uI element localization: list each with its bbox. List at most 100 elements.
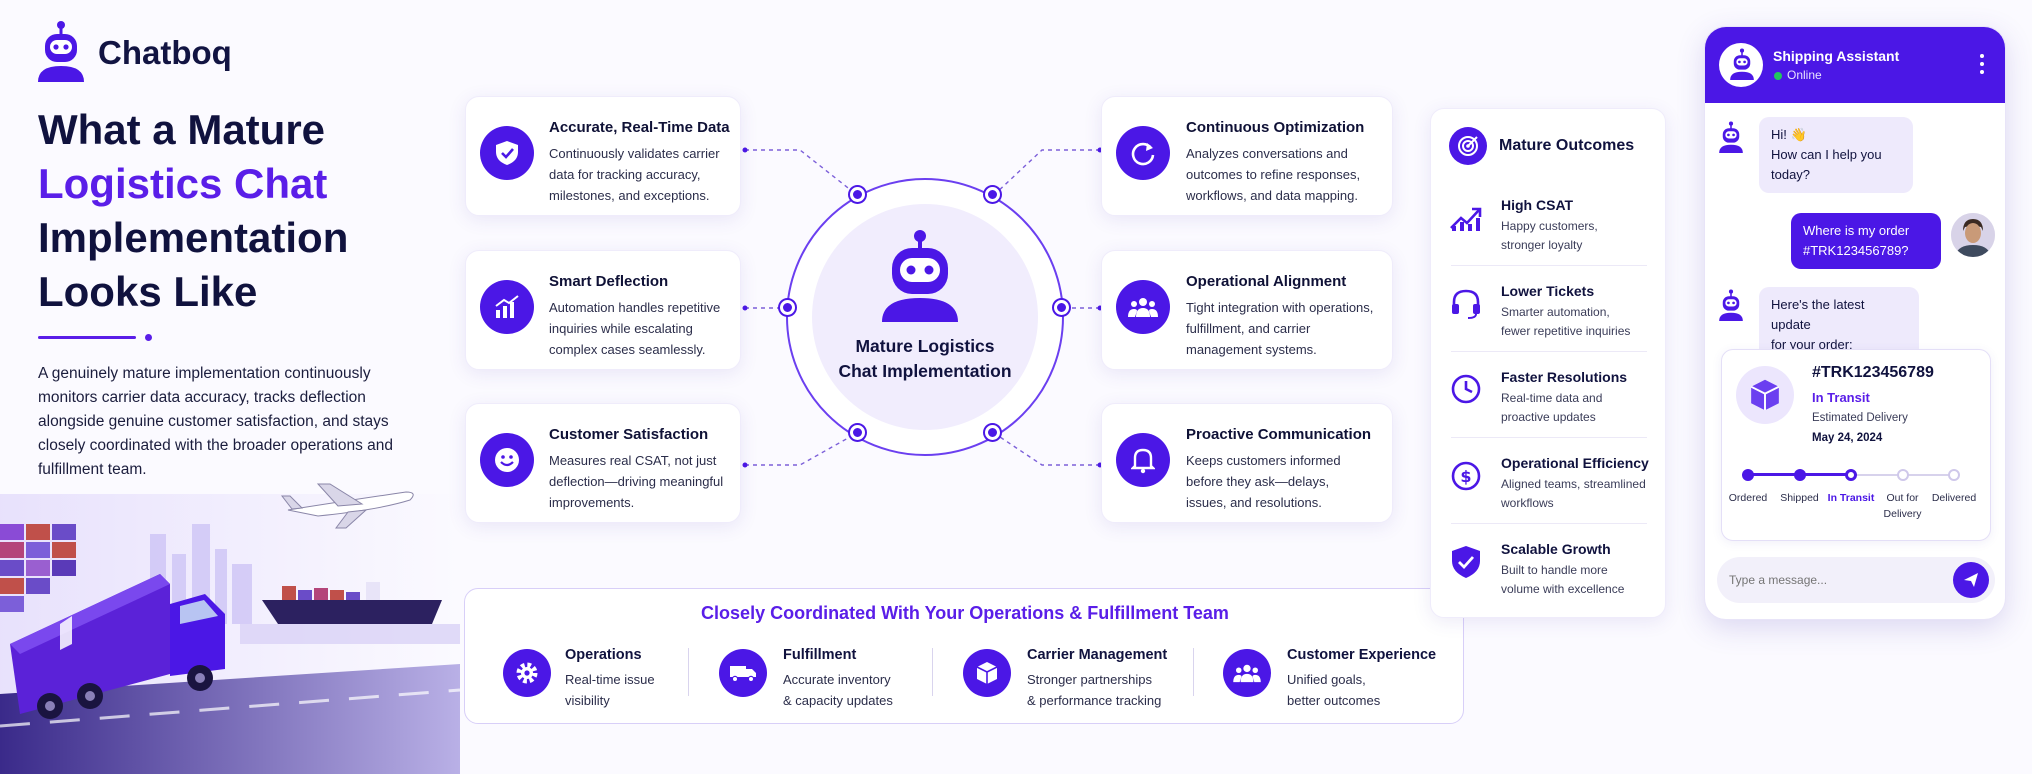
outcome-desc: Aligned teams, streamlined workflows [1501, 477, 1646, 510]
outcome-desc: Happy customers, stronger loyalty [1501, 219, 1598, 252]
bar-chart-icon [480, 280, 534, 334]
delivery-label: Estimated Delivery [1812, 412, 1908, 424]
feature-title: Continuous Optimization [1186, 119, 1365, 136]
more-options-button[interactable] [1975, 51, 1989, 77]
feature-desc: Keeps customers informed before they ask… [1186, 453, 1341, 510]
bot-avatar-icon [1719, 121, 1743, 153]
bell-icon [1116, 433, 1170, 487]
order-status: In Transit [1812, 390, 1870, 405]
progress-step-dot [1896, 469, 1909, 481]
divider [1451, 523, 1647, 524]
outcome-title: Lower Tickets [1501, 283, 1595, 299]
kebab-menu-icon [1980, 54, 1984, 74]
outcomes-title: Mature Outcomes [1499, 137, 1635, 154]
clock-icon [1451, 374, 1481, 404]
headline-line-2: Logistics Chat [38, 160, 328, 207]
team-item-title: Fulfillment [783, 647, 857, 663]
hub-node [985, 425, 1000, 440]
divider [1451, 265, 1647, 266]
divider [688, 648, 689, 696]
user-avatar [1951, 213, 1995, 257]
outcome-desc: Built to handle more volume with excelle… [1501, 563, 1625, 596]
progress-step-label: Ordered [1728, 492, 1768, 504]
shield-check-icon [1452, 546, 1480, 578]
order-id: #TRK123456789 [1812, 364, 1934, 381]
divider [1193, 648, 1194, 696]
feature-card-accurate-data: Accurate, Real-Time Data Continuously va… [465, 96, 741, 216]
truck-icon [719, 649, 767, 697]
hub-node [850, 187, 865, 202]
feature-card-continuous-optimization: Continuous Optimization Analyzes convers… [1101, 96, 1393, 216]
headline-line-1: What a Mature [38, 106, 326, 153]
feature-card-operational-alignment: Operational Alignment Tight integration … [1101, 250, 1393, 370]
team-coordination-panel: Closely Coordinated With Your Operations… [464, 588, 1464, 724]
divider [1451, 437, 1647, 438]
package-icon [963, 649, 1011, 697]
feature-desc: Measures real CSAT, not just deflection—… [549, 453, 724, 510]
team-icon [1116, 280, 1170, 334]
page-title: What a Mature Logistics Chat Implementat… [38, 103, 458, 319]
intro-paragraph: A genuinely mature implementation contin… [38, 365, 394, 478]
message-input[interactable] [1729, 569, 1929, 591]
center-label-line-1: Mature Logistics [855, 336, 995, 356]
chat-avatar [1719, 43, 1763, 87]
target-icon [1449, 127, 1487, 165]
connector-lines [742, 147, 1103, 468]
robot-logo-icon [38, 21, 84, 82]
order-status-card: #TRK123456789 In Transit Estimated Deliv… [1721, 349, 1991, 541]
logistics-illustration [0, 494, 460, 774]
team-item-desc: Real-time issue visibility [565, 672, 655, 708]
package-badge [1736, 366, 1794, 424]
send-icon [1964, 573, 1978, 587]
feature-desc: Automation handles repetitive inquiries … [549, 300, 721, 357]
robot-icon [1730, 48, 1754, 80]
center-label-line-2: Chat Implementation [838, 361, 1012, 381]
chat-status: Online [1787, 68, 1822, 82]
feature-card-smart-deflection: Smart Deflection Automation handles repe… [465, 250, 741, 370]
smiley-icon [480, 433, 534, 487]
team-item-title: Carrier Management [1027, 647, 1168, 663]
hub-node [780, 300, 795, 315]
hub-node [850, 425, 865, 440]
team-item-title: Customer Experience [1287, 647, 1437, 663]
feature-title: Customer Satisfaction [549, 426, 709, 443]
headline-line-3: Implementation [38, 214, 349, 261]
user-message: Where is my order #TRK123456789? [1791, 213, 1941, 269]
delivery-date: May 24, 2024 [1812, 432, 1883, 444]
team-item-desc: Unified goals, better outcomes [1287, 672, 1381, 708]
feature-card-customer-satisfaction: Customer Satisfaction Measures real CSAT… [465, 403, 741, 523]
progress-step-dot [1948, 469, 1960, 481]
outcome-desc: Real-time data and proactive updates [1501, 391, 1603, 424]
team-panel-title: Closely Coordinated With Your Operations… [701, 603, 1229, 623]
team-icon [1223, 649, 1271, 697]
chat-header: Shipping Assistant Online [1705, 27, 2005, 103]
send-button[interactable] [1953, 562, 1989, 598]
outcome-title: High CSAT [1501, 197, 1574, 213]
status-dot [1774, 72, 1782, 80]
center-label: Mature Logistics Chat Implementation [800, 334, 1050, 384]
hub-node [985, 187, 1000, 202]
bot-message: Hi! 👋 How can I help you today? [1759, 117, 1913, 193]
outcome-desc: Smarter automation, fewer repetitive inq… [1501, 305, 1631, 338]
outcome-title: Faster Resolutions [1501, 369, 1628, 385]
progress-step-label: Delivered [1931, 492, 1977, 504]
gear-icon [503, 649, 551, 697]
bot-avatar-icon [1719, 289, 1743, 321]
title-underline-dot [145, 334, 152, 341]
outcome-title: Scalable Growth [1501, 541, 1611, 557]
headline-line-4: Looks Like [38, 268, 258, 315]
shield-check-icon [480, 126, 534, 180]
person-icon [1951, 213, 1995, 257]
dollar-icon: $ [1451, 461, 1481, 491]
chat-widget: Shipping Assistant Online Hi! 👋 How can … [1704, 26, 2006, 620]
progress-step-dot [1742, 469, 1754, 481]
robot-icon [882, 230, 958, 322]
title-underline [38, 336, 136, 339]
progress-step-label: In Transit [1827, 492, 1875, 504]
feature-title: Accurate, Real-Time Data [549, 119, 730, 136]
team-item-desc: Stronger partnerships & performance trac… [1027, 672, 1162, 708]
team-item-title: Operations [565, 647, 642, 663]
progress-step-dot [1845, 469, 1857, 481]
airplane-icon [280, 483, 414, 529]
